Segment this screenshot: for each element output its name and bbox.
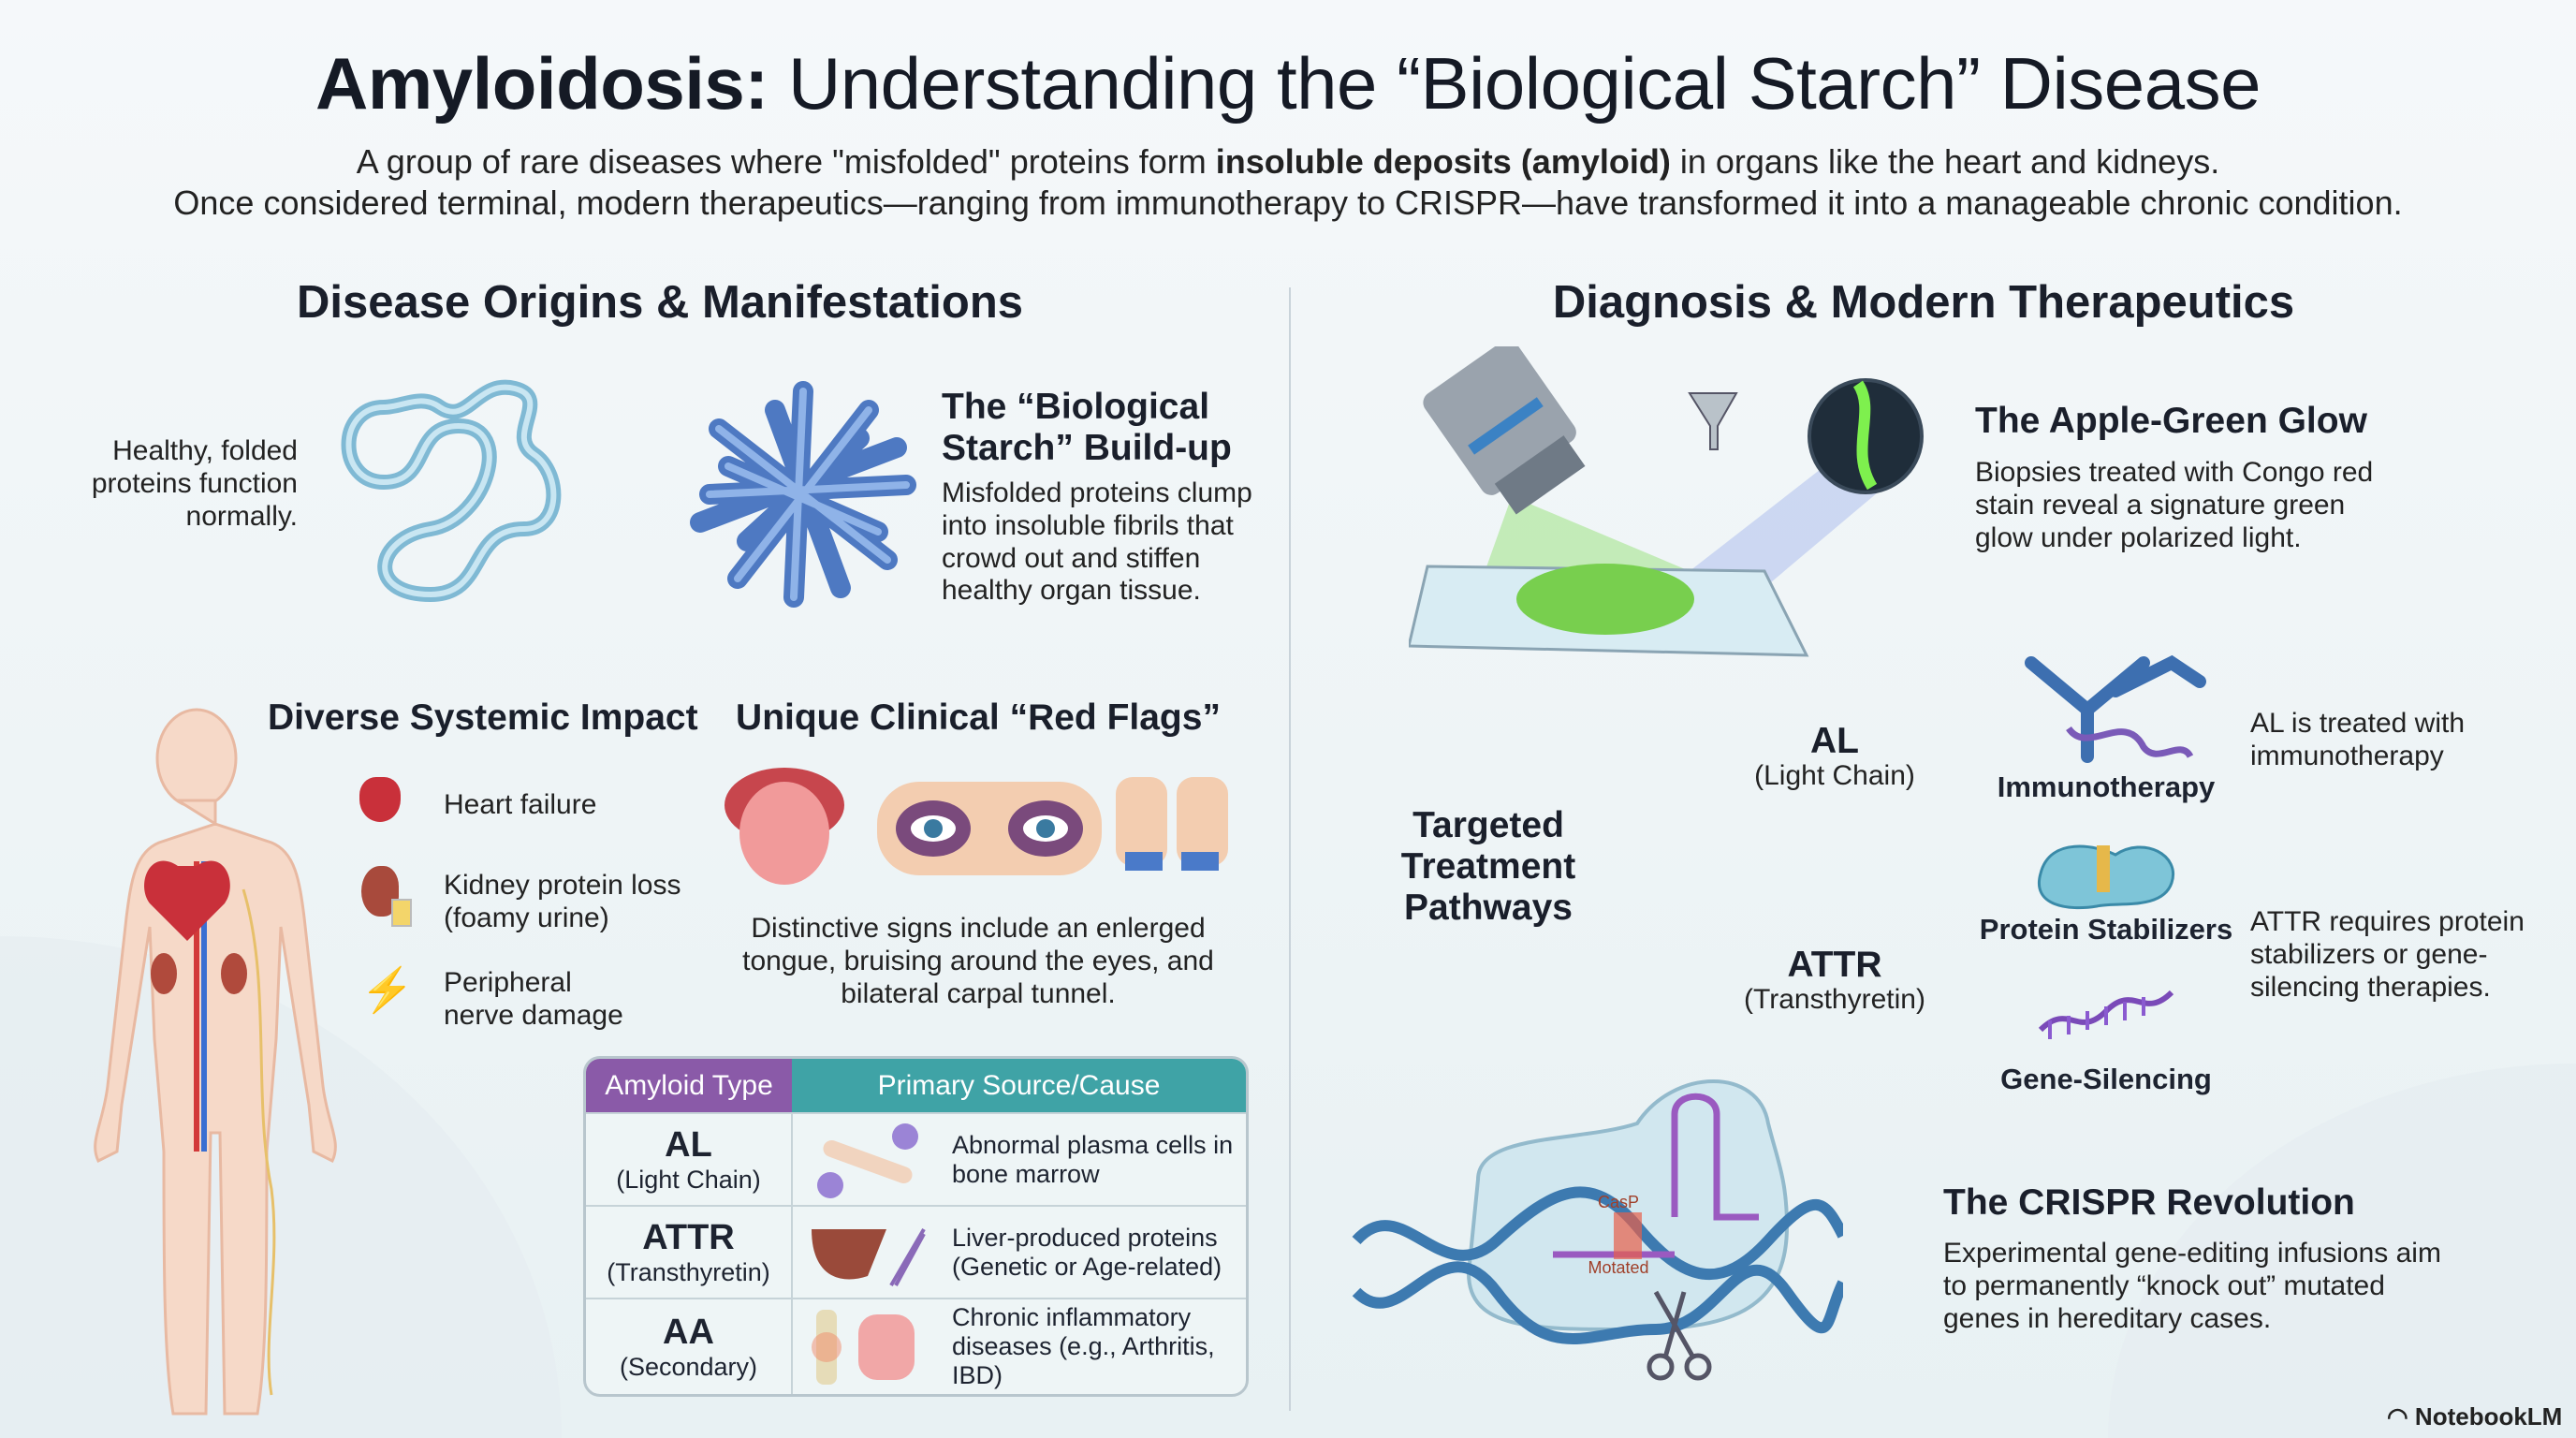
apple-green-description: Biopsies treated with Congo red stain re…	[1975, 457, 2374, 553]
crispr-title: The CRISPR Revolution	[1943, 1182, 2355, 1223]
impact-nerve: Peripheral nerve damage	[444, 967, 623, 1031]
impact-heart-failure: Heart failure	[444, 789, 597, 820]
microscope-illustration	[1409, 346, 1924, 657]
buildup-description: Misfolded proteins clump into insoluble …	[942, 477, 1252, 607]
al-treatment-note: AL is treated with immunotherapy	[2250, 708, 2465, 771]
pathway-al-sub: (Light Chain)	[1754, 760, 1915, 791]
cas-label: CasP	[1598, 1193, 1639, 1211]
joint-intestine-icon	[812, 1309, 915, 1385]
human-body-figure	[94, 708, 337, 1416]
microscope-objective-icon	[1423, 346, 1586, 515]
section-heading-left: Disease Origins & Manifestations	[296, 277, 1024, 328]
table-header-cause: Primary Source/Cause	[792, 1059, 1246, 1113]
subtitle-line-1: A group of rare diseases where "misfolde…	[356, 142, 2220, 181]
red-flags-icons	[724, 768, 1228, 885]
pathway-attr-sub: (Transthyretin)	[1744, 984, 1925, 1015]
scissors-icon	[1647, 1290, 1712, 1381]
targeted-pathways-label: Targeted Treatment Pathways	[1400, 805, 1576, 929]
subtitle-line-2: Once considered terminal, modern therape…	[173, 183, 2403, 222]
apple-green-title: The Apple-Green Glow	[1975, 401, 2367, 441]
heart-icon	[359, 777, 401, 822]
systemic-impact-title: Diverse Systemic Impact	[268, 697, 698, 738]
therapy-immunotherapy: Immunotherapy	[1997, 770, 2216, 803]
urine-cup-icon	[391, 899, 412, 927]
table-row: AL(Light Chain)Abnormal plasma cells in …	[586, 1111, 1246, 1207]
crispr-description: Experimental gene-editing infusions aim …	[1943, 1238, 2441, 1334]
impact-kidney: Kidney protein loss (foamy urine)	[444, 870, 681, 933]
attr-treatment-note: ATTR requires protein stabilizers or gen…	[2250, 906, 2525, 1003]
table-row: ATTR(Transthyretin)Liver-produced protei…	[586, 1205, 1246, 1299]
funnel-icon	[1688, 392, 1738, 450]
notebooklm-logo-icon: ◠	[2387, 1402, 2415, 1431]
rna-strand-icon	[2038, 990, 2174, 1039]
heart-icon	[144, 860, 230, 941]
green-glow-icon	[1808, 378, 1924, 494]
table-row: AA(Secondary)Chronic inflammatory diseas…	[586, 1298, 1246, 1394]
bone-marrow-icon	[817, 1123, 918, 1198]
tongue-icon	[724, 768, 844, 885]
healthy-protein-text: Healthy, folded proteins function normal…	[91, 435, 298, 532]
section-divider	[1289, 287, 1291, 1411]
antibody-icon	[2025, 654, 2206, 763]
red-flags-title: Unique Clinical “Red Flags”	[736, 697, 1221, 738]
crispr-illustration: CasP Motated	[1352, 1079, 1843, 1381]
liver-dna-icon	[812, 1227, 926, 1286]
hands-icon	[1116, 777, 1228, 871]
fibril-clump-icon	[690, 381, 916, 608]
section-heading-right: Diagnosis & Modern Therapeutics	[1552, 277, 2295, 328]
notebooklm-brand: ◠ NotebookLM	[2387, 1402, 2563, 1431]
nerve-icon: ⚡	[360, 965, 415, 1014]
bruised-eyes-icon	[877, 782, 1102, 875]
protein-stabilizer-icon	[2037, 844, 2175, 910]
page-title: Amyloidosis: Understanding the “Biologic…	[315, 42, 2261, 125]
red-flags-description: Distinctive signs include an enlerged to…	[742, 913, 1214, 1009]
folded-protein-icon	[341, 379, 562, 603]
therapy-protein-stabilizers: Protein Stabilizers	[1979, 913, 2233, 946]
pathway-attr-type: ATTR	[1787, 945, 1882, 985]
buildup-title: The “Biological Starch” Build-up	[942, 387, 1232, 469]
pathway-al-type: AL	[1810, 721, 1859, 761]
mutated-label: Motated	[1588, 1258, 1648, 1277]
therapy-gene-silencing: Gene-Silencing	[2000, 1063, 2212, 1095]
table-header-type: Amyloid Type	[586, 1059, 792, 1113]
